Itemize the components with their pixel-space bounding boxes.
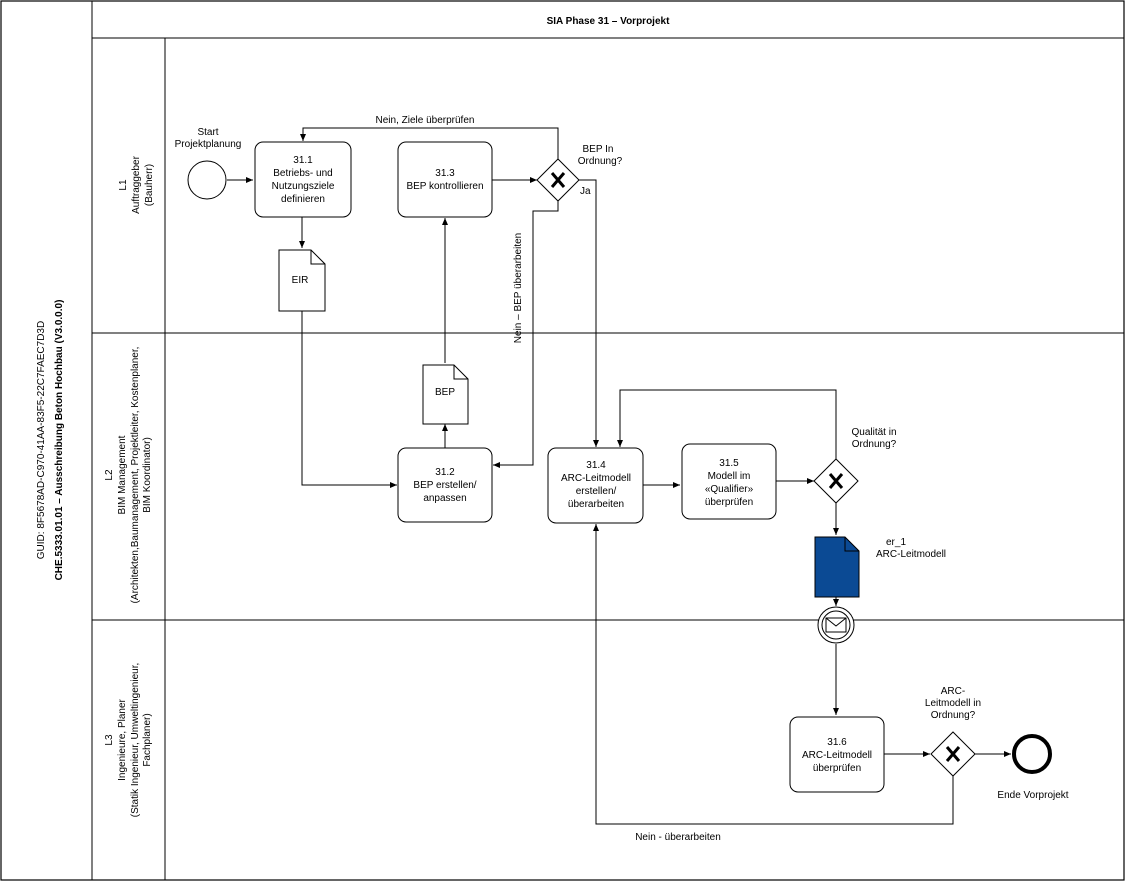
flow-gateway-3-nein	[593, 524, 954, 825]
gateway-2-label-1: Qualität in	[851, 427, 896, 438]
flow-label-ja: Ja	[580, 186, 591, 197]
end-event[interactable]	[1012, 734, 1052, 774]
flow-label-nein-bep: Nein – BEP überarbeiten	[513, 233, 524, 343]
task-31-3[interactable]: 31.3 BEP kontrollieren	[397, 141, 493, 218]
svg-text:Modell im: Modell im	[708, 471, 751, 482]
svg-text:EIR: EIR	[292, 275, 309, 286]
svg-text:Fachplaner): Fachplaner)	[142, 713, 153, 766]
lane-l3-label: L3 Ingenieure, Planer (Statik Ingenieur,…	[104, 663, 153, 818]
phase-title: SIA Phase 31 – Vorprojekt	[547, 16, 670, 27]
x-icon	[550, 172, 566, 188]
task-31-4[interactable]: 31.4 ARC-Leitmodell erstellen/ überarbei…	[547, 447, 644, 524]
svg-text:(Statik Ingenieur, Umweltingen: (Statik Ingenieur, Umweltingenieur,	[130, 663, 141, 818]
x-icon	[828, 473, 844, 489]
svg-text:anpassen: anpassen	[423, 493, 466, 504]
svg-text:überprüfen: überprüfen	[705, 497, 753, 508]
pool-title: CHE.5333.01.01 – Ausschreibung Beton Hoc…	[54, 300, 65, 581]
svg-text:überarbeiten: überarbeiten	[568, 499, 624, 510]
envelope-icon	[825, 617, 847, 633]
svg-text:31.6: 31.6	[827, 737, 847, 748]
arc-doc-label-1: er_1	[886, 537, 906, 548]
svg-text:ARC-Leitmodell: ARC-Leitmodell	[561, 473, 631, 484]
pool-guid: GUID: 8F5678AD-C970-41AA-83F5-22C7FAEC7D…	[36, 321, 47, 559]
data-object-bep[interactable]: BEP	[422, 364, 469, 425]
flow-label-nein-ziele: Nein, Ziele überprüfen	[376, 115, 475, 126]
svg-text:definieren: definieren	[281, 194, 325, 205]
svg-text:überprüfen: überprüfen	[813, 763, 861, 774]
svg-text:31.1: 31.1	[293, 155, 313, 166]
svg-text:31.4: 31.4	[586, 460, 606, 471]
start-event-label-2: Projektplanung	[175, 139, 242, 150]
svg-text:(Architekten,Baumanagement, Pr: (Architekten,Baumanagement, Projektleite…	[130, 347, 141, 604]
svg-text:BIM Koordinator): BIM Koordinator)	[142, 437, 153, 513]
svg-text:Auftraggeber: Auftraggeber	[131, 155, 142, 213]
svg-text:Nutzungsziele: Nutzungsziele	[272, 181, 335, 192]
gateway-3-label-2: Leitmodell in	[925, 698, 981, 709]
svg-text:31.3: 31.3	[435, 168, 455, 179]
flow-gateway-1-nein-ziele	[300, 127, 559, 159]
flow-gateway-1-nein-bep	[493, 201, 559, 468]
svg-text:BEP erstellen/: BEP erstellen/	[413, 480, 476, 491]
gateway-1-label-2: Ordnung?	[578, 156, 623, 167]
gateway-1-label-1: BEP In	[583, 144, 614, 155]
task-31-5[interactable]: 31.5 Modell im «Qualifier» überprüfen	[681, 443, 777, 520]
flow-gateway-1-ja	[579, 179, 599, 447]
gateway-3-label-3: Ordnung?	[931, 710, 976, 721]
task-31-2[interactable]: 31.2 BEP erstellen/ anpassen	[397, 447, 493, 523]
arc-doc-label-2: ARC-Leitmodell	[876, 549, 946, 560]
task-31-1[interactable]: 31.1 Betriebs- und Nutzungsziele definie…	[254, 141, 352, 218]
gateway-2-label-2: Ordnung?	[852, 439, 897, 450]
start-event-label-1: Start	[197, 127, 218, 138]
svg-text:31.5: 31.5	[719, 458, 739, 469]
task-31-6[interactable]: 31.6 ARC-Leitmodell überprüfen	[789, 716, 885, 793]
svg-text:L3: L3	[104, 734, 115, 746]
svg-text:Ingenieure, Planer: Ingenieure, Planer	[117, 698, 128, 780]
lane-l1-label: L1 Auftraggeber (Bauherr)	[118, 155, 155, 213]
svg-text:(Bauherr): (Bauherr)	[144, 164, 155, 206]
svg-text:BIM Management: BIM Management	[117, 435, 128, 514]
svg-text:erstellen/: erstellen/	[576, 486, 617, 497]
svg-text:BEP: BEP	[435, 387, 455, 398]
sequence-flows	[227, 127, 1011, 825]
svg-text:BEP kontrollieren: BEP kontrollieren	[406, 181, 483, 192]
lane-l2-label: L2 BIM Management (Architekten,Baumanage…	[104, 347, 153, 604]
x-icon	[945, 746, 961, 762]
flow-eir-to-31-2	[301, 311, 397, 488]
svg-text:L2: L2	[104, 469, 115, 481]
gateway-arc-leitmodell-in-ordnung[interactable]	[930, 731, 976, 777]
svg-text:ARC-Leitmodell: ARC-Leitmodell	[802, 750, 872, 761]
data-object-arc-leitmodell[interactable]	[814, 536, 860, 598]
svg-text:31.2: 31.2	[435, 467, 455, 478]
start-event[interactable]	[187, 160, 227, 200]
svg-text:L1: L1	[118, 179, 129, 191]
gateway-3-label-1: ARC-	[941, 686, 965, 697]
end-event-label: Ende Vorprojekt	[997, 790, 1068, 801]
gateway-qualitaet-in-ordnung[interactable]	[813, 458, 859, 504]
flow-label-nein-ueberarbeiten: Nein - überarbeiten	[635, 832, 721, 843]
flow-gateway-2-nein	[617, 389, 837, 459]
message-event[interactable]	[817, 606, 855, 644]
svg-text:«Qualifier»: «Qualifier»	[705, 484, 754, 495]
data-object-eir[interactable]: EIR	[278, 249, 326, 312]
gateway-bep-in-ordnung[interactable]	[536, 158, 580, 202]
svg-text:Betriebs- und: Betriebs- und	[273, 168, 332, 179]
